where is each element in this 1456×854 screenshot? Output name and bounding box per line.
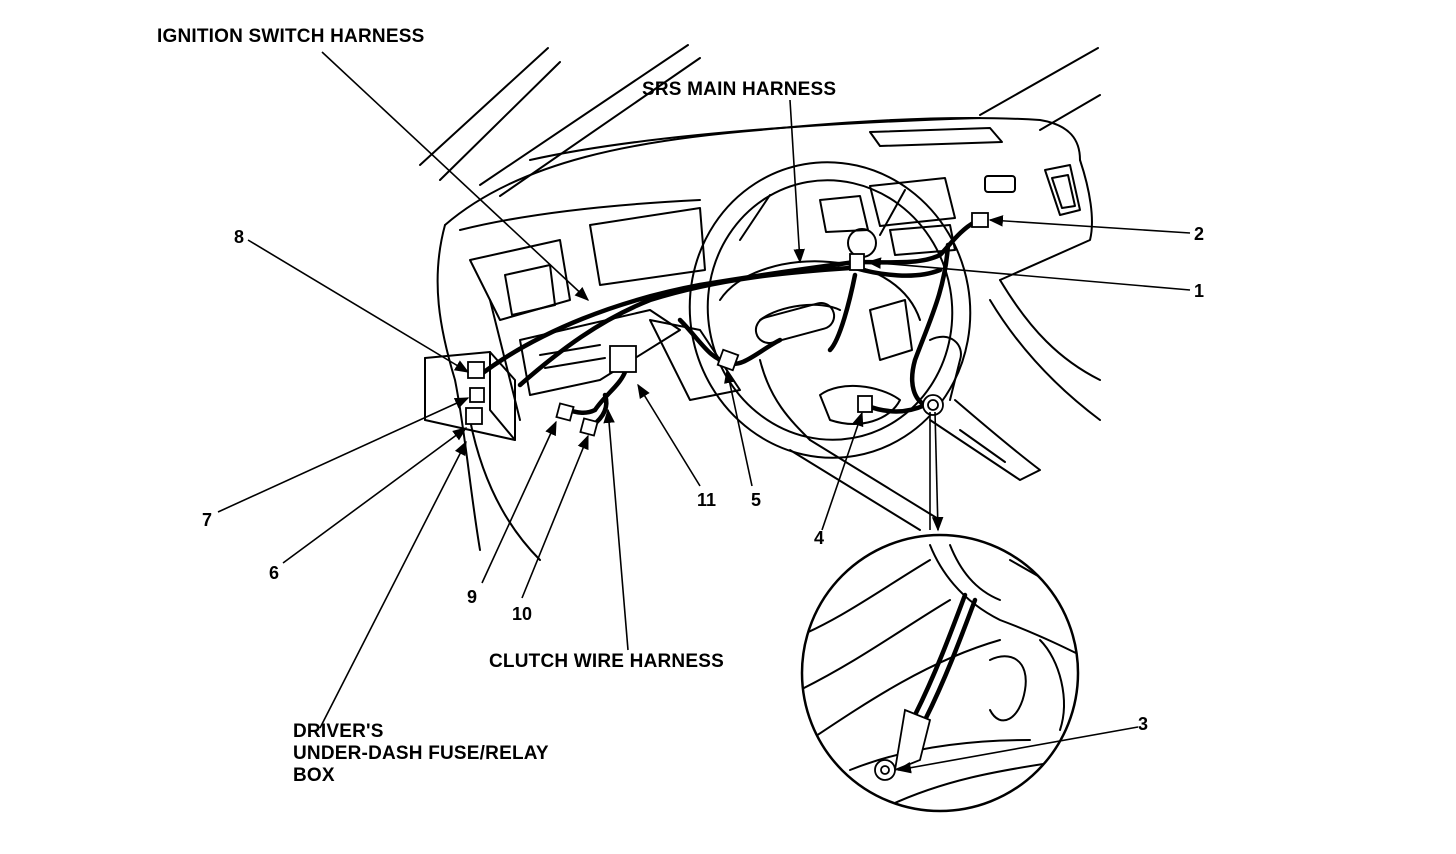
label-fuse-box-line2: UNDER-DASH FUSE/RELAY — [293, 743, 549, 764]
callout-4: 4 — [814, 528, 825, 548]
steering-wheel — [688, 161, 972, 459]
callout-10: 10 — [512, 604, 533, 624]
label-srs-main-harness: SRS MAIN HARNESS — [642, 79, 837, 100]
label-fuse-box-line1: DRIVER'S — [293, 721, 384, 742]
callout-8: 8 — [234, 227, 245, 247]
callout-7: 7 — [202, 510, 213, 530]
connector-9 — [555, 402, 575, 422]
callout-2: 2 — [1194, 224, 1205, 244]
callout-3: 3 — [1138, 714, 1149, 734]
connector-11 — [609, 345, 637, 373]
fuse-relay-box — [424, 351, 516, 441]
callout-11: 11 — [697, 490, 717, 510]
connector-4 — [857, 395, 873, 413]
callout-6: 6 — [269, 563, 280, 583]
wire-harnesses — [477, 219, 978, 429]
dashboard-outline — [419, 44, 1101, 561]
connector-1 — [849, 253, 865, 271]
connector-2 — [971, 212, 989, 228]
callout-5: 5 — [751, 490, 762, 510]
label-fuse-box-line3: BOX — [293, 765, 335, 786]
leader-lines — [217, 51, 1191, 774]
label-clutch-wire-harness: CLUTCH WIRE HARNESS — [489, 651, 724, 672]
callout-9: 9 — [467, 587, 478, 607]
connector-5 — [716, 348, 740, 372]
label-ignition-switch-harness: IGNITION SWITCH HARNESS — [157, 26, 425, 47]
callout-1: 1 — [1194, 281, 1205, 301]
connectors — [555, 212, 989, 437]
detail-circle — [800, 533, 1080, 813]
connector-10 — [579, 417, 599, 437]
